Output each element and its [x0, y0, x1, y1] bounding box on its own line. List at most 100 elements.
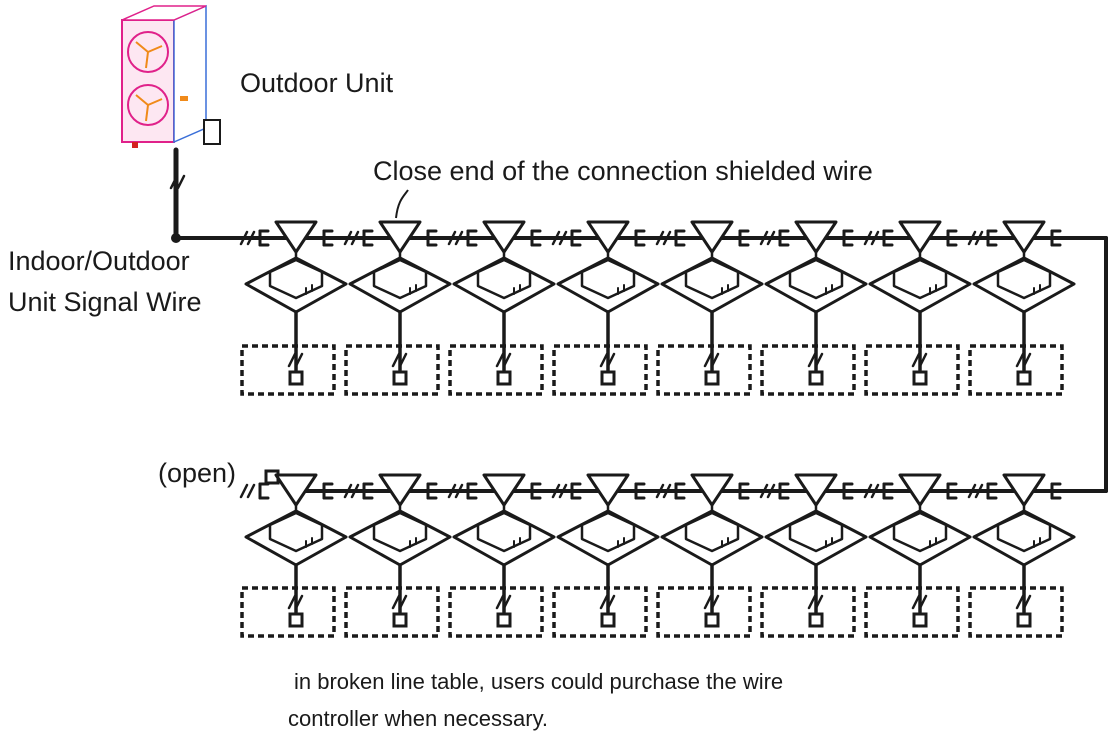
cassette-box-icon — [788, 511, 844, 553]
cassette-box-icon — [372, 258, 428, 300]
wire-joint-icon — [1002, 473, 1046, 507]
wire-break-mark — [911, 594, 928, 610]
indoor-unit — [239, 473, 348, 638]
indoor-unit — [551, 220, 660, 396]
wire-joint-icon — [898, 473, 942, 507]
wire-controller-icon — [392, 612, 408, 628]
indoor-unit — [239, 220, 348, 396]
optional-controller-box — [448, 344, 544, 396]
signal-wire-label-line2: Unit Signal Wire — [8, 287, 202, 317]
wire-joint-icon — [898, 220, 942, 254]
wire-break-mark — [863, 483, 880, 499]
optional-controller-box — [656, 344, 752, 396]
wire-controller-icon — [912, 612, 928, 628]
indoor-unit — [967, 473, 1076, 638]
cassette-box-icon — [892, 258, 948, 300]
cassette-box-icon — [684, 258, 740, 300]
cassette-box-icon — [580, 258, 636, 300]
wire-controller-icon — [496, 370, 512, 386]
wire-break-mark — [391, 594, 408, 610]
wire-joint-icon — [586, 473, 630, 507]
open-end-label: (open) — [158, 458, 237, 488]
optional-controller-box — [864, 586, 960, 638]
wire-controller-icon — [912, 370, 928, 386]
optional-controller-box — [240, 586, 336, 638]
wire-break-mark — [551, 483, 568, 499]
cassette-box-icon — [788, 258, 844, 300]
cassette-box-icon — [268, 511, 324, 553]
wire-controller-icon — [808, 612, 824, 628]
indoor-unit — [655, 220, 764, 396]
optional-controller-box — [656, 586, 752, 638]
wire-break-mark — [287, 594, 304, 610]
signal-wire-network — [169, 147, 1108, 493]
wire-break-mark — [1015, 594, 1032, 610]
shield-leader-line — [395, 189, 409, 219]
wire-controller-icon — [288, 612, 304, 628]
wire-break-mark — [759, 230, 776, 246]
wire-controller-icon — [1016, 612, 1032, 628]
indoor-unit — [655, 473, 764, 638]
indoor-units — [239, 220, 1076, 638]
wire-controller-icon — [808, 370, 824, 386]
optional-controller-box — [344, 344, 440, 396]
optional-controller-box — [448, 586, 544, 638]
optional-controller-box — [240, 344, 336, 396]
indoor-unit — [863, 473, 972, 638]
cassette-box-icon — [268, 258, 324, 300]
wire-break-mark — [599, 594, 616, 610]
wire-break-mark — [655, 483, 672, 499]
signal-wire-label-line1: Indoor/Outdoor — [8, 246, 190, 276]
wire-joint-icon — [482, 473, 526, 507]
wire-controller-icon — [496, 612, 512, 628]
wire-break-mark — [807, 594, 824, 610]
junction-dot — [171, 233, 181, 243]
indoor-unit — [863, 220, 972, 396]
indoor-unit — [967, 220, 1076, 396]
cassette-box-icon — [996, 258, 1052, 300]
optional-controller-box — [968, 344, 1064, 396]
indoor-unit — [447, 220, 556, 396]
outdoor-unit-label: Outdoor Unit — [240, 68, 394, 98]
cassette-box-icon — [580, 511, 636, 553]
wire-break-mark — [239, 230, 256, 246]
footnote-line1: in broken line table, users could purcha… — [294, 669, 784, 694]
wire-controller-icon — [600, 370, 616, 386]
optional-controller-box — [552, 586, 648, 638]
wire-joint-icon — [794, 220, 838, 254]
cassette-box-icon — [892, 511, 948, 553]
optional-controller-box — [344, 586, 440, 638]
wire-break-mark — [759, 483, 776, 499]
wire-controller-icon — [1016, 370, 1032, 386]
wire-break-mark — [343, 483, 360, 499]
wire-break-mark — [343, 230, 360, 246]
wire-break-mark — [1015, 352, 1032, 368]
indoor-unit — [759, 220, 868, 396]
wire-break-mark — [239, 483, 256, 499]
wire-break-mark — [703, 594, 720, 610]
optional-controller-box — [968, 586, 1064, 638]
wire-joint-icon — [378, 220, 422, 254]
wire-break-mark — [911, 352, 928, 368]
wire-break-mark — [807, 352, 824, 368]
wire-break-mark — [863, 230, 880, 246]
wire-joint-icon — [586, 220, 630, 254]
cassette-box-icon — [996, 511, 1052, 553]
wire-joint-icon — [274, 473, 318, 507]
wire-break-mark — [967, 483, 984, 499]
wire-break-mark — [495, 352, 512, 368]
cassette-box-icon — [476, 258, 532, 300]
wire-joint-icon — [794, 473, 838, 507]
cassette-box-icon — [684, 511, 740, 553]
wire-break-mark — [447, 483, 464, 499]
wire-controller-icon — [392, 370, 408, 386]
wire-break-mark — [169, 174, 186, 190]
optional-controller-box — [760, 344, 856, 396]
optional-controller-box — [864, 344, 960, 396]
wire-break-mark — [287, 352, 304, 368]
indoor-unit — [447, 473, 556, 638]
outdoor-unit-icon — [121, 4, 221, 148]
optional-controller-box — [552, 344, 648, 396]
